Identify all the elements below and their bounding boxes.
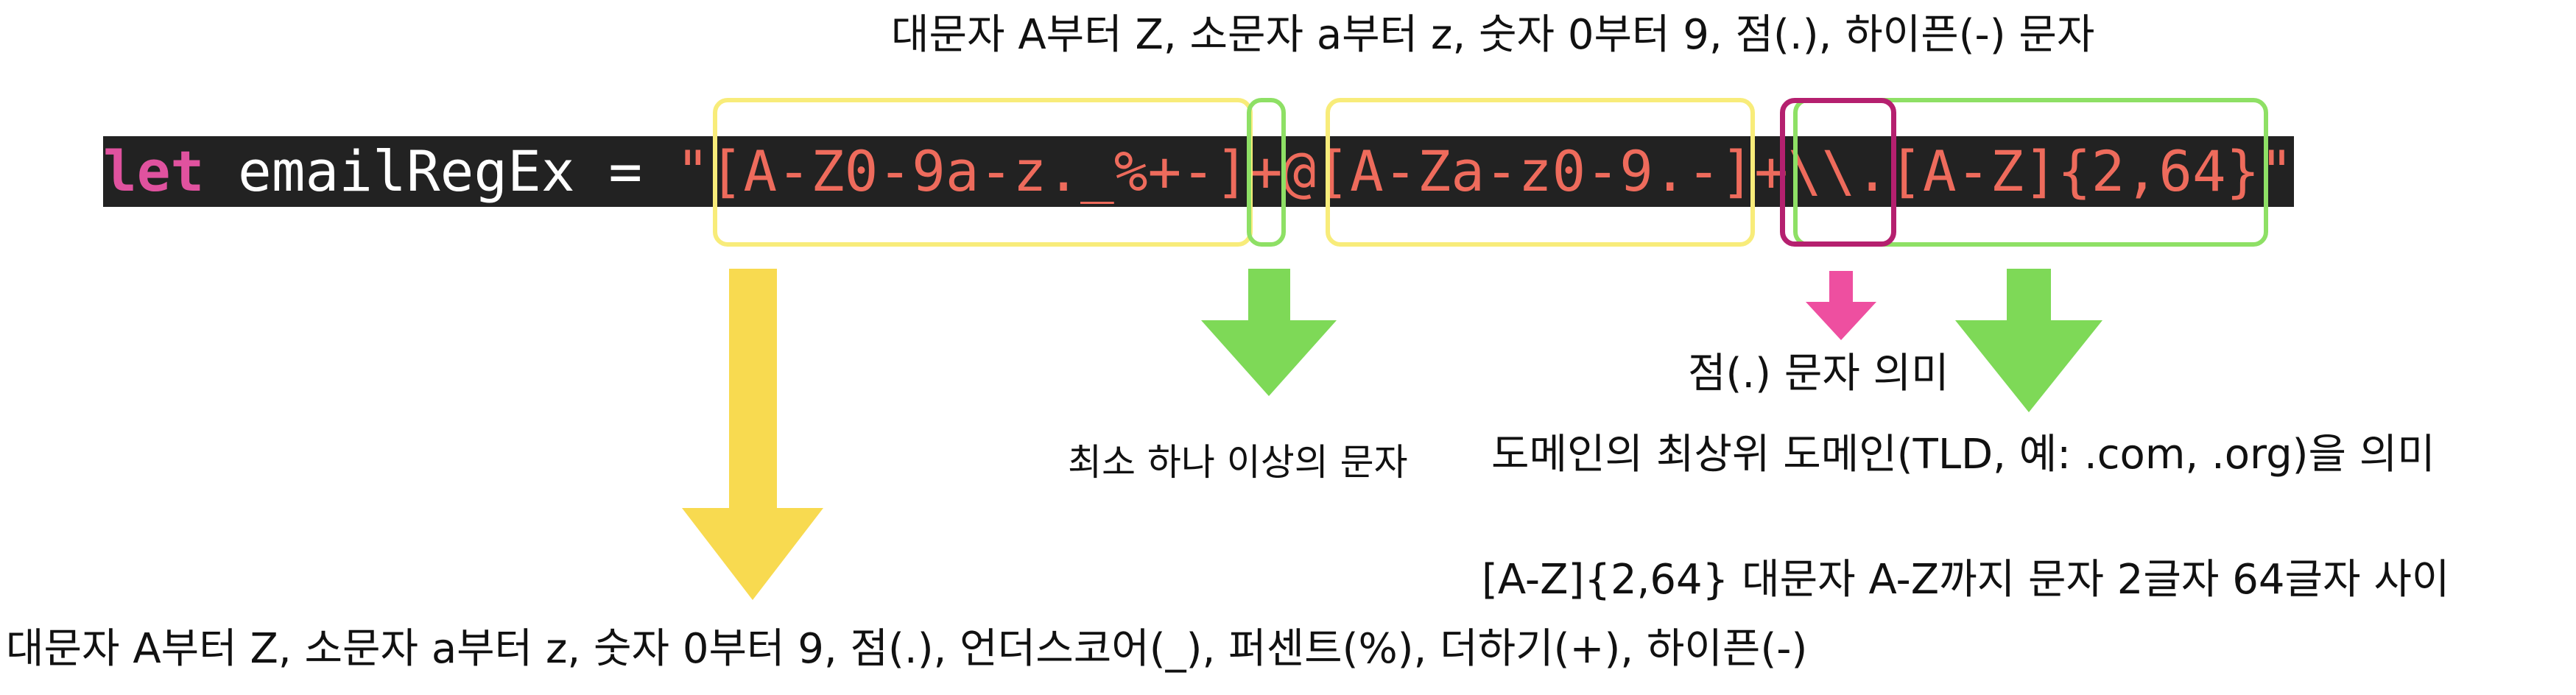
- code-line: let emailRegEx = "[A-Z0-9a-z._%+-]+@[A-Z…: [103, 136, 2293, 207]
- pink-arrow-dot-icon: [1806, 271, 1876, 340]
- highlight-box-domain: [1326, 98, 1755, 247]
- code-identifier: emailRegEx =: [204, 138, 676, 204]
- yellow-arrow-down-icon: [682, 269, 823, 600]
- code-group-tld: [A-Z]{2,64}: [1889, 138, 2260, 204]
- highlight-box-escaped-dot: [1780, 98, 1896, 247]
- label-dot-meaning: 점(.) 문자 의미: [1688, 350, 1949, 398]
- label-bottom-local-chars: 대문자 A부터 Z, 소문자 a부터 z, 숫자 0부터 9, 점(.), 언더…: [6, 625, 1808, 673]
- label-top-domain-chars: 대문자 A부터 Z, 소문자 a부터 z, 숫자 0부터 9, 점(.), 하이…: [891, 11, 2095, 59]
- code-quote-open: ": [675, 138, 710, 204]
- green-arrow-tld-icon: [1955, 269, 2102, 412]
- code-group-domain: [A-Za-z0-9.-]: [1316, 138, 1755, 204]
- code-escaped-dot: \\.: [1787, 138, 1890, 204]
- label-at-least-one: 최소 하나 이상의 문자: [1068, 441, 1408, 484]
- label-tld-meaning: 도메인의 최상위 도메인(TLD, 예: .com, .org)을 의미: [1491, 431, 2435, 479]
- code-group-local: [A-Z0-9a-z._%+-]: [709, 138, 1249, 204]
- code-keyword: let: [103, 138, 205, 204]
- code-at: @: [1282, 138, 1317, 204]
- code-plus-1: +: [1248, 138, 1283, 204]
- green-arrow-plus-icon: [1201, 269, 1337, 396]
- code-background: [103, 136, 2294, 207]
- highlight-box-plus: [1247, 98, 1286, 247]
- label-length-range: [A-Z]{2,64} 대문자 A-Z까지 문자 2글자 64글자 사이: [1482, 556, 2450, 604]
- highlight-box-tld: [1793, 98, 2268, 247]
